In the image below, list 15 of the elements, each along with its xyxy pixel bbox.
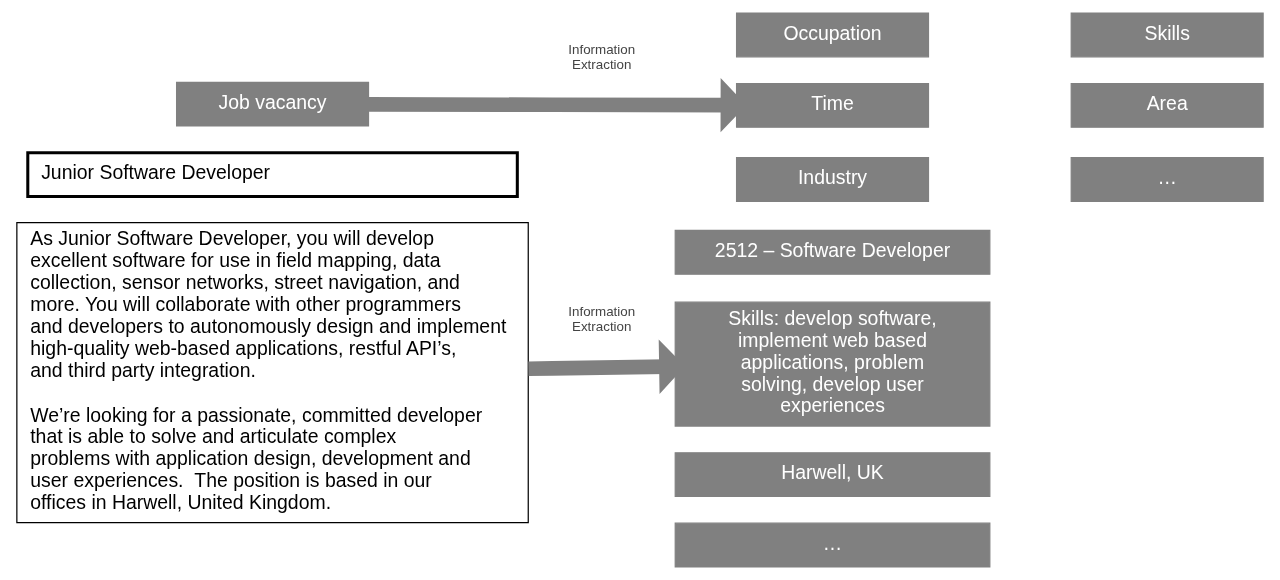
edge-label: Information Extraction — [568, 42, 636, 72]
node-box: Industry — [735, 157, 930, 202]
node-box: 2512 – Software Developer — [674, 229, 991, 275]
node-box: Junior Software Developer — [26, 151, 519, 198]
node-box: … — [1070, 157, 1264, 202]
node-box: Area — [1070, 82, 1264, 128]
node-box: As Junior Software Developer, you will develop excellent software for use in field mapping, data collection, sensor networks, street navigation, and more. You will collaborate with other programmers and developers to autonomously design and implement high-quality web-based applications, restful API’s, and third party integration. We’re looking for a passionate, committed developer that is able to solve and articulate complex problems with application design, development and user experiences. The position is based in our offices in Harwell, United Kingdom. — [16, 221, 529, 524]
node-box: … — [674, 522, 991, 568]
node-box: Time — [735, 82, 930, 128]
node-box: Skills: develop software, implement web based applications, problem solving, develop user experiences — [674, 301, 991, 427]
node-box: Harwell, UK — [674, 452, 991, 498]
node-box: Skills — [1070, 12, 1264, 58]
node-box: Occupation — [735, 12, 930, 58]
node-box: Job vacancy — [176, 81, 370, 127]
edge-label: Information Extraction — [568, 304, 636, 335]
